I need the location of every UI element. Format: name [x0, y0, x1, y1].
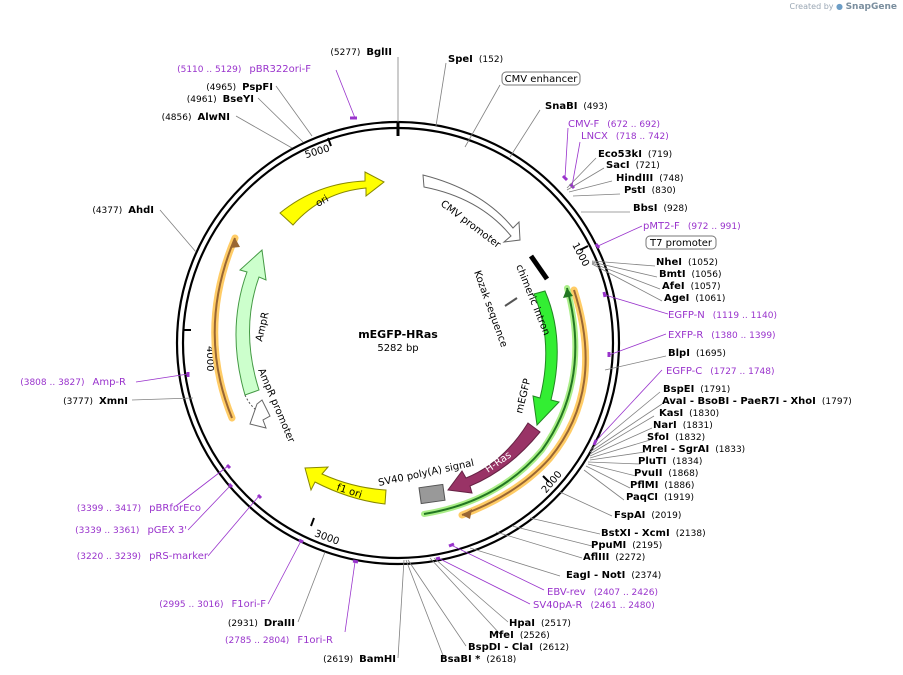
enzyme-label-bstxi-xcmi[interactable]: BstXI - XcmI(2138)	[601, 528, 706, 539]
enzyme-label-ahdi[interactable]: (4377)AhdI	[92, 205, 154, 216]
primer-label-amp-r[interactable]: (3808 .. 3827)Amp-R	[20, 377, 126, 388]
megfp-arrow[interactable]	[532, 290, 560, 427]
enzyme-label-alwni[interactable]: (4856)AlwNI	[162, 112, 230, 123]
tick-3000-mark	[310, 517, 315, 527]
primer-labels-right: CMV-F(672 .. 692)LNCX(718 .. 742) pMT2-F(…	[533, 119, 777, 611]
ori-arrow[interactable]	[279, 171, 385, 226]
enzyme-label-afei[interactable]: AfeI(1057)	[662, 281, 721, 292]
enzyme-label-bmti[interactable]: BmtI(1056)	[659, 269, 721, 280]
f1-ori-arrow[interactable]	[304, 466, 387, 505]
primer-label-pgex-3[interactable]: (3339 .. 3361)pGEX 3'	[75, 525, 187, 536]
primer-labels-left: (5110 .. 5129)pBR322ori-F (3808 .. 3827)A…	[20, 64, 333, 646]
sv40-polya-box[interactable]	[418, 483, 446, 505]
snapgene-logo-icon: ●	[836, 2, 844, 11]
primer-label-exfp-r[interactable]: EXFP-R(1380 .. 1399)	[668, 330, 776, 341]
tick-1000: 1000	[569, 241, 591, 269]
enzyme-label-bsabi[interactable]: BsaBI *(2618)	[440, 654, 516, 665]
enzyme-label-psti[interactable]: PstI(830)	[624, 185, 676, 196]
enzyme-label-kasi[interactable]: KasI(1830)	[659, 408, 719, 419]
features	[211, 171, 590, 519]
f1-ori-label[interactable]: f1 ori	[335, 482, 363, 501]
enzyme-label-spei[interactable]: SpeI(152)	[448, 54, 503, 65]
plasmid-name: mEGFP-HRas	[358, 328, 438, 341]
snapgene-credit: Created by ● SnapGene	[789, 2, 897, 12]
enzyme-labels-right: SpeI(152) SnaBI(493) Eco53kI(719)SacI(721)…	[440, 54, 852, 665]
orf-megfp[interactable]	[423, 287, 577, 515]
tick-1000-mark	[579, 245, 589, 251]
enzyme-label-afliii[interactable]: AflIII(2272)	[583, 552, 645, 563]
primer-leaders	[135, 69, 669, 633]
tick-4000: 4000	[204, 346, 215, 371]
enzyme-label-mfei[interactable]: MfeI(2526)	[489, 630, 550, 641]
tick-2000-mark	[542, 475, 550, 483]
enzyme-label-nari[interactable]: NarI(1831)	[653, 420, 713, 431]
tick-marks	[183, 137, 589, 527]
enzyme-label-pluti[interactable]: PluTI(1834)	[638, 456, 702, 467]
ampr-promoter-arrow[interactable]	[249, 399, 271, 429]
leader-lines	[131, 57, 667, 659]
tick-5000-mark	[327, 137, 332, 147]
enzyme-label-eco53ki[interactable]: Eco53kI(719)	[598, 149, 672, 160]
enzyme-label-snabi[interactable]: SnaBI(493)	[545, 101, 608, 112]
enzyme-label-bbsi[interactable]: BbsI(928)	[633, 203, 688, 214]
primer-label-f1ori-f[interactable]: (2995 .. 3016)F1ori-F	[159, 599, 266, 610]
enzyme-label-xmni[interactable]: (3777)XmnI	[63, 396, 128, 407]
plasmid-size: 5282 bp	[377, 343, 418, 354]
enzyme-label-ppumi[interactable]: PpuMI(2195)	[591, 540, 662, 551]
enzyme-label-blpi[interactable]: BlpI(1695)	[668, 348, 726, 359]
enzyme-label-paqci[interactable]: PaqCI(1919)	[626, 492, 694, 503]
primer-label-cmv-f[interactable]: CMV-F(672 .. 692)	[568, 119, 660, 130]
enzyme-label-bamhi[interactable]: (2619)BamHI	[323, 654, 396, 665]
primer-label-pbr322ori-f[interactable]: (5110 .. 5129)pBR322ori-F	[177, 64, 311, 75]
tick-5000: 5000	[304, 143, 332, 161]
primer-label-pbrforeco[interactable]: (3399 .. 3417)pBRforEco	[77, 503, 201, 514]
orf-ampr[interactable]	[213, 237, 236, 419]
kozak-label[interactable]: Kozak sequence	[471, 269, 509, 349]
enzyme-label-hpai[interactable]: HpaI(2517)	[509, 618, 571, 629]
enzyme-label-bglii[interactable]: (5277)BglII	[330, 47, 392, 58]
t7-promoter-box	[645, 235, 717, 250]
primer-label-ebv-rev[interactable]: EBV-rev(2407 .. 2426)	[547, 587, 658, 598]
enzyme-label-pspfi[interactable]: (4965)PspFI	[206, 82, 273, 93]
primer-label-f1ori-r[interactable]: (2785 .. 2804)F1ori-R	[225, 635, 333, 646]
ampr-label[interactable]: AmpR	[254, 311, 271, 343]
credit-brand: SnapGene	[845, 2, 897, 12]
enzyme-label-bspdi-clai[interactable]: BspDI - ClaI(2612)	[468, 642, 569, 653]
primer-label-pmt2-f[interactable]: pMT2-F(972 .. 991)	[643, 221, 741, 232]
hras-arrow[interactable]	[447, 422, 541, 494]
enzyme-label-sfoi[interactable]: SfoI(1832)	[647, 432, 705, 443]
enzyme-label-saci[interactable]: SacI(721)	[606, 160, 660, 171]
t7-promoter-label[interactable]: T7 promoter	[649, 238, 713, 249]
cmv-promoter-label[interactable]: CMV promoter	[438, 199, 503, 252]
enzyme-label-draiii[interactable]: (2931)DraIII	[228, 618, 295, 629]
cmv-enhancer-box	[501, 71, 581, 86]
enzyme-label-pvuii[interactable]: PvuII(1868)	[634, 468, 698, 479]
enzyme-label-mrei-sgrai[interactable]: MreI - SgrAI(1833)	[642, 444, 745, 455]
enzyme-label-avai-bsobi-paer7i-xhoi[interactable]: AvaI - BsoBI - PaeR7I - XhoI(1797)	[662, 396, 852, 407]
primer-label-egfp-c[interactable]: EGFP-C(1727 .. 1748)	[666, 366, 775, 377]
enzyme-label-bseyi[interactable]: (4961)BseYI	[187, 94, 254, 105]
enzyme-label-agei[interactable]: AgeI(1061)	[664, 293, 725, 304]
cmv-enhancer-label[interactable]: CMV enhancer	[505, 74, 579, 85]
enzyme-label-eagi-noti[interactable]: EagI - NotI(2374)	[566, 570, 661, 581]
primer-label-prs-marker[interactable]: (3220 .. 3239)pRS-marker	[77, 551, 209, 562]
credit-prefix: Created by	[789, 2, 834, 11]
primer-label-lncx[interactable]: LNCX(718 .. 742)	[581, 131, 669, 142]
orf-megfp-hras[interactable]	[461, 289, 587, 516]
enzyme-labels-left: (5277)BglII (4965)PspFI(4961)BseYI (4856)A…	[63, 47, 396, 665]
ampr-arrow[interactable]	[235, 248, 267, 396]
enzyme-label-fspai[interactable]: FspAI(2019)	[614, 510, 681, 521]
enzyme-label-bspei[interactable]: BspEI(1791)	[663, 384, 730, 395]
enzyme-label-pflmi[interactable]: PflMI(1886)	[630, 480, 694, 491]
cmv-promoter-arrow[interactable]	[422, 174, 521, 243]
megfp-label[interactable]: mEGFP	[514, 378, 533, 415]
enzyme-label-nhei[interactable]: NheI(1052)	[656, 257, 718, 268]
enzyme-label-hindiii[interactable]: HindIII(748)	[616, 173, 683, 184]
kozak-mark	[504, 297, 518, 307]
chimeric-intron-bar[interactable]	[528, 254, 550, 281]
primer-label-egfp-n[interactable]: EGFP-N(1119 .. 1140)	[668, 310, 777, 321]
primer-label-sv40pa-r[interactable]: SV40pA-R(2461 .. 2480)	[533, 600, 655, 611]
